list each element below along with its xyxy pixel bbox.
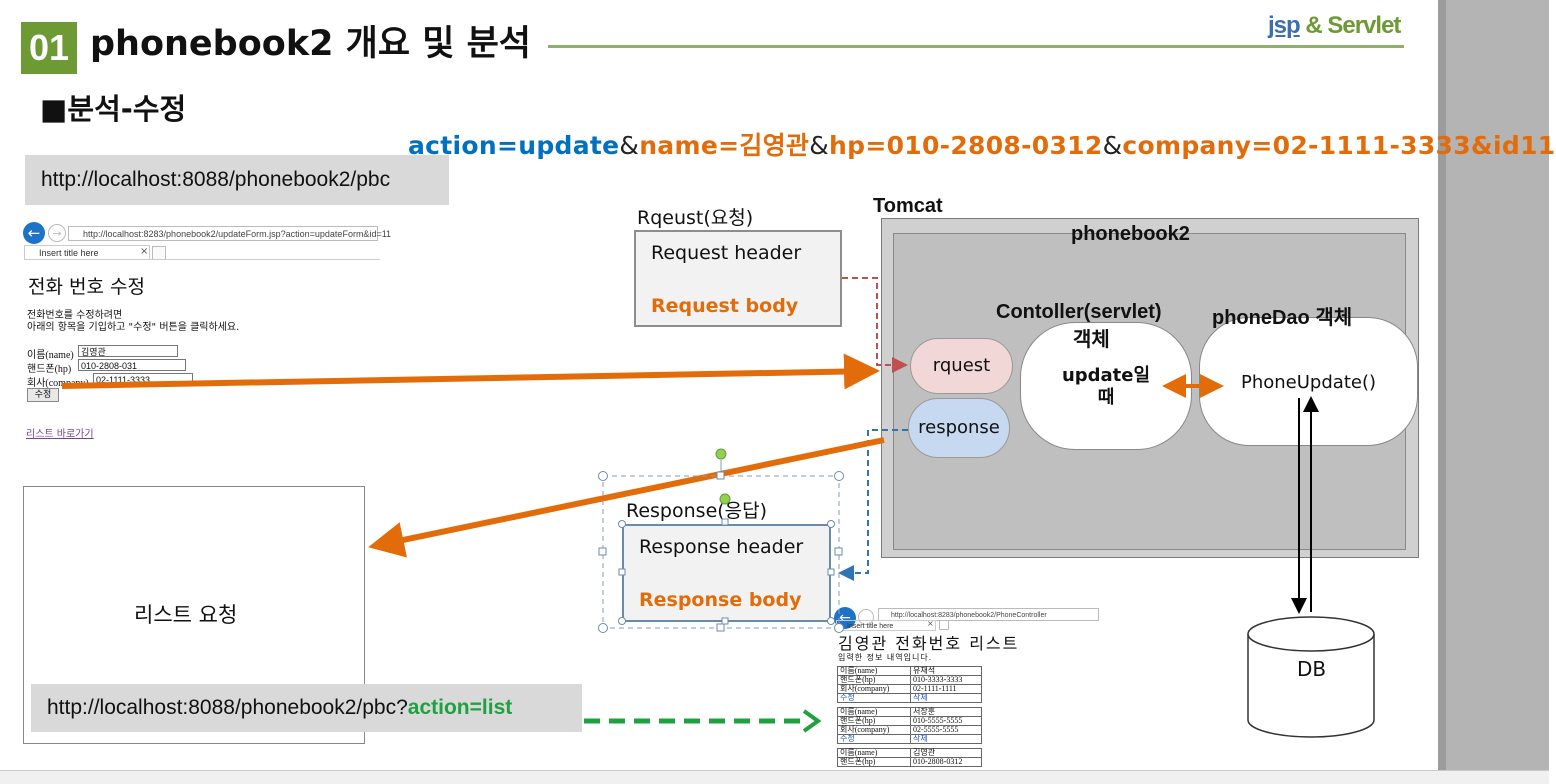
redirect-arrow bbox=[368, 437, 885, 558]
selection-handle bbox=[827, 568, 835, 576]
new-tab-icon[interactable] bbox=[939, 620, 949, 630]
request-pill: rquest bbox=[910, 338, 1013, 394]
close-tab-icon[interactable]: × bbox=[140, 246, 149, 257]
forward-arrow-icon[interactable] bbox=[858, 609, 874, 625]
selection-handle bbox=[721, 617, 729, 625]
selection-handle bbox=[598, 547, 607, 556]
rotation-handle bbox=[715, 448, 727, 460]
selection-handle bbox=[618, 520, 626, 528]
forward-arrow-icon[interactable]: → bbox=[48, 224, 66, 242]
section-number: 01 bbox=[21, 22, 77, 74]
rotation-handle bbox=[719, 493, 731, 505]
record-table: 이름(name)김영관 핸드폰(hp)010-2808-0312 bbox=[837, 748, 982, 767]
browser-address-bar[interactable]: http://localhost:8283/phonebook2/updateF… bbox=[68, 226, 391, 241]
list-request-text: 리스트 요청 bbox=[134, 603, 238, 627]
query-sep-1: & bbox=[619, 131, 640, 160]
response-pill: response bbox=[908, 398, 1010, 458]
response-header: Response header bbox=[639, 536, 804, 558]
status-bar bbox=[0, 770, 1549, 784]
response-box: Response header Response body bbox=[622, 524, 831, 622]
submit-arrow bbox=[61, 353, 880, 390]
selection-handle bbox=[834, 547, 843, 556]
list-dashed-arrowhead bbox=[802, 709, 822, 733]
selection-handle bbox=[834, 623, 844, 633]
request-body: Request body bbox=[651, 295, 799, 317]
brand-jsp: jsp bbox=[1268, 12, 1301, 39]
controller-condition-line1: update일 bbox=[1061, 365, 1151, 386]
response-body: Response body bbox=[639, 589, 802, 611]
slide-subtitle: ■분석-수정 bbox=[40, 92, 187, 126]
brand-servlet: & Servlet bbox=[1305, 12, 1401, 39]
record-table: 이름(name)서장훈 핸드폰(hp)010-5555-5555 회사(comp… bbox=[837, 707, 982, 744]
query-sep-3: & bbox=[1102, 131, 1123, 160]
query-company: company=02-1111-3333&id11 bbox=[1122, 131, 1556, 160]
update-submit-button[interactable]: 수정 bbox=[27, 388, 59, 402]
selection-handle bbox=[827, 617, 835, 625]
request-box: Request header Request body bbox=[634, 230, 842, 327]
hp-label: 핸드폰(hp) bbox=[27, 364, 72, 375]
query-hp: hp=010-2808-0312 bbox=[829, 131, 1103, 160]
selection-handle bbox=[598, 623, 608, 633]
hp-input[interactable]: 010-2808-031 bbox=[78, 359, 186, 371]
db-cylinder-top bbox=[1247, 616, 1375, 652]
redirect-url-action: action=list bbox=[407, 696, 513, 719]
query-string: action=update&name=김영관&hp=010-2808-0312&… bbox=[408, 126, 1556, 162]
request-connector bbox=[842, 277, 908, 373]
selection-handle bbox=[598, 471, 608, 481]
brand-logo: jsp & Servlet bbox=[1268, 12, 1401, 40]
response-connector bbox=[838, 429, 908, 581]
name-label: 이름(name) bbox=[27, 350, 74, 361]
db-cylinder bbox=[1247, 634, 1375, 738]
selection-handle bbox=[721, 518, 729, 526]
redirect-url-box: http://localhost:8088/phonebook2/pbc?act… bbox=[31, 684, 582, 732]
selection-handle bbox=[716, 471, 725, 480]
browser-tab[interactable]: Insert title here bbox=[24, 245, 150, 260]
company-label: 회사(company) bbox=[27, 378, 89, 389]
dao-label: phoneDao 객체 bbox=[1212, 307, 1353, 329]
selection-handle bbox=[618, 568, 626, 576]
selection-handle bbox=[827, 520, 835, 528]
list-link[interactable]: 리스트 바로가기 bbox=[26, 429, 94, 440]
query-action-value: update bbox=[518, 131, 620, 160]
delete-link[interactable]: 삭제 bbox=[910, 734, 982, 744]
record-table: 이름(name)유재석 핸드폰(hp)010-3333-3333 회사(comp… bbox=[837, 666, 982, 703]
controller-label-object: 객체 bbox=[1073, 327, 1110, 351]
list-heading: 김영관 전화번호 리스트 bbox=[838, 634, 1020, 653]
selection-handle bbox=[834, 471, 844, 481]
db-label: DB bbox=[1297, 657, 1327, 681]
list-subtitle: 입력한 정보 내역입니다. bbox=[838, 653, 933, 662]
selection-handle bbox=[716, 623, 725, 632]
delete-link[interactable]: 삭제 bbox=[910, 693, 982, 703]
redirect-url-prefix: http://localhost:8088/phonebook2/pbc? bbox=[47, 696, 408, 719]
update-form-description: 전화번호를 수정하려면 아래의 항목을 기입하고 "수정" 버튼을 클릭하세요. bbox=[27, 310, 240, 333]
tomcat-label: Tomcat bbox=[873, 195, 943, 217]
title-underline bbox=[548, 45, 1404, 48]
query-name: name=김영관 bbox=[639, 131, 810, 160]
slide-title: phonebook2 개요 및 분석 bbox=[90, 24, 532, 64]
controller-label: Contoller(servlet) bbox=[996, 301, 1162, 323]
request-label: Rqeust(요청) bbox=[637, 207, 754, 229]
tab-divider bbox=[24, 259, 380, 260]
selection-handle bbox=[618, 617, 626, 625]
list-address-bar[interactable]: http://localhost:8283/phonebook2/PhoneCo… bbox=[878, 608, 1099, 621]
back-arrow-icon[interactable]: ← bbox=[23, 222, 45, 244]
request-header: Request header bbox=[651, 242, 802, 264]
update-form-heading: 전화 번호 수정 bbox=[28, 276, 145, 298]
controller-condition-line2: 때 bbox=[1097, 387, 1115, 408]
response-label: Response(응답) bbox=[626, 500, 768, 522]
slide-side-panel bbox=[1438, 0, 1549, 770]
dao-method: PhoneUpdate() bbox=[1241, 372, 1376, 393]
hp-value: 010-2808-0312 bbox=[910, 757, 982, 767]
request-url-box: http://localhost:8088/phonebook2/pbc bbox=[25, 155, 449, 205]
phonebook2-label: phonebook2 bbox=[1071, 223, 1190, 245]
name-input[interactable]: 김영관 bbox=[78, 345, 178, 357]
query-sep-2: & bbox=[809, 131, 830, 160]
dao-object: PhoneUpdate() bbox=[1199, 317, 1418, 446]
close-tab-icon[interactable]: × bbox=[927, 619, 934, 628]
